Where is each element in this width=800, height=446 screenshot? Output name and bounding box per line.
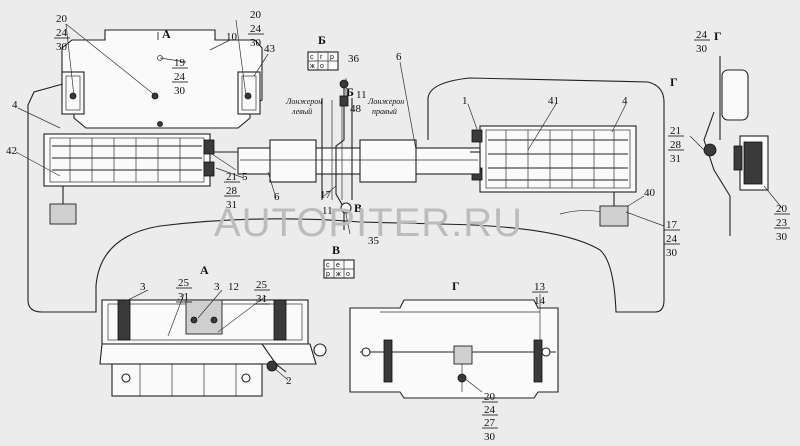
mark-letter-B: Б — [346, 85, 354, 99]
callout-30: 30 — [174, 85, 186, 97]
connector-B-table: с г р ж о — [307, 51, 339, 71]
cab-outline — [27, 77, 665, 313]
view-letter-A: А — [162, 27, 171, 41]
callout-11: 11 — [356, 89, 367, 101]
conn-B-cell-2: г — [320, 54, 323, 61]
view-letter-V: В — [332, 243, 340, 257]
view-letter-B: Б — [318, 33, 326, 47]
callout-31: 31 — [256, 293, 267, 305]
wiring-harness — [214, 79, 480, 230]
callout-30: 30 — [666, 247, 678, 259]
callout-31: 31 — [178, 291, 189, 303]
conn-V-cell-2: е — [336, 262, 340, 269]
callout-3: 3 — [140, 281, 146, 293]
callout-14: 14 — [534, 295, 546, 307]
callout-42: 42 — [6, 145, 17, 157]
callout-28: 28 — [226, 185, 238, 197]
connector-V-table: с е р ж о — [323, 259, 355, 279]
callout-12: 12 — [228, 281, 239, 293]
callout-30: 30 — [250, 37, 262, 49]
mark-letter-V: В — [354, 201, 362, 215]
callout-28: 28 — [670, 139, 682, 151]
callout-17: 17 — [320, 189, 332, 201]
callout-17: 17 — [666, 219, 678, 231]
callout-10: 10 — [226, 31, 238, 43]
callout-36: 36 — [348, 53, 360, 65]
right-lamp-guard — [471, 125, 637, 227]
callout-23: 23 — [776, 217, 788, 229]
callout-31: 31 — [670, 153, 681, 165]
label-left-rail-2: левый — [291, 107, 312, 116]
callout-1: 1 — [462, 95, 468, 107]
callout-40: 40 — [644, 187, 656, 199]
callout-24: 24 — [666, 233, 678, 245]
callout-30: 30 — [696, 43, 708, 55]
callout-41: 41 — [548, 95, 559, 107]
callout-3: 3 — [214, 281, 220, 293]
label-right-rail-1: Лонжерон — [367, 97, 404, 106]
callout-6: 6 — [274, 191, 280, 203]
callout-24: 24 — [696, 29, 708, 41]
callout-24: 24 — [484, 404, 496, 416]
callout-30: 30 — [776, 231, 788, 243]
callout-6: 6 — [396, 51, 402, 63]
callout-4: 4 — [12, 99, 18, 111]
callout-48: 48 — [350, 103, 362, 115]
conn-V-cell-6: о — [346, 271, 350, 278]
callout-24: 24 — [250, 23, 262, 35]
view-letter-G-lower: Г — [452, 279, 460, 293]
callout-20: 20 — [56, 13, 68, 25]
conn-B-cell-4: ж — [310, 63, 315, 70]
callout-31: 31 — [226, 199, 237, 211]
conn-B-cell-5: о — [320, 63, 324, 70]
callout-35: 35 — [368, 235, 380, 247]
view-G-assembly — [349, 299, 559, 399]
callout-43: 43 — [264, 43, 276, 55]
conn-B-cell-1: с — [310, 54, 314, 61]
callout-25: 25 — [256, 279, 268, 291]
callout-24: 24 — [56, 27, 68, 39]
callout-13: 13 — [534, 281, 546, 293]
view-A-assembly — [99, 299, 327, 397]
callout-2: 2 — [286, 375, 292, 387]
conn-V-cell-1: с — [326, 262, 330, 269]
label-left-rail-1: Лонжерон — [285, 97, 322, 106]
callout-21: 21 — [226, 171, 237, 183]
callout-20: 20 — [776, 203, 788, 215]
watermark: AUTOPITER.RU — [214, 201, 523, 245]
callout-25: 25 — [178, 277, 190, 289]
callout-30: 30 — [484, 431, 496, 443]
cross-beam — [237, 98, 481, 200]
leader-lines — [15, 19, 783, 393]
view-letter-G-top: Г — [670, 75, 678, 89]
view-letter-A-lower: А — [200, 263, 209, 277]
callout-24: 24 — [174, 71, 186, 83]
side-view-G — [703, 56, 769, 236]
callout-20: 20 — [484, 391, 496, 403]
callout-27: 27 — [484, 417, 496, 429]
callout-19: 19 — [174, 57, 186, 69]
callout-4: 4 — [622, 95, 628, 107]
conn-B-cell-3: р — [330, 54, 334, 61]
callout-21: 21 — [670, 125, 681, 137]
conn-V-cell-5: ж — [336, 271, 341, 278]
conn-V-cell-4: р — [326, 271, 330, 278]
callout-5: 5 — [242, 171, 248, 183]
callout-30: 30 — [56, 41, 68, 53]
view-letter-G-side: Г — [714, 29, 722, 43]
label-right-rail-2: правый — [372, 107, 397, 116]
callout-11: 11 — [322, 205, 333, 217]
bracket-A — [61, 29, 263, 129]
left-lamp-guard — [43, 133, 215, 225]
callout-20: 20 — [250, 9, 262, 21]
